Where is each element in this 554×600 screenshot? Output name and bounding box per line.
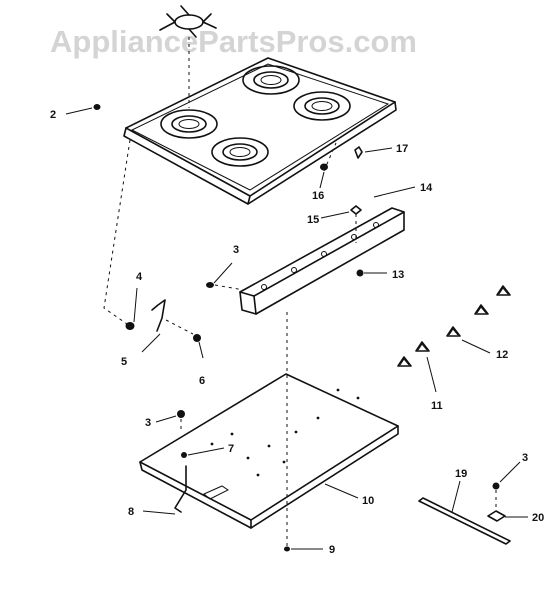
- screw-icon: [193, 334, 204, 359]
- burner-icon: [242, 65, 300, 95]
- electrode-rod: [418, 480, 511, 545]
- burner-icon: [293, 91, 351, 121]
- bracket-icon: [141, 299, 194, 353]
- callout-13: 13: [392, 269, 404, 281]
- screw-icon: [206, 262, 245, 291]
- callout-16: 16: [312, 190, 324, 202]
- callout-10: 10: [362, 495, 374, 507]
- callout-15: 15: [307, 214, 319, 226]
- screw-icon: [284, 546, 323, 552]
- callout-17: 17: [396, 143, 408, 155]
- callout-4: 4: [136, 271, 143, 283]
- screw-icon: [125, 287, 138, 330]
- burner-icon: [160, 109, 218, 139]
- manifold-panel: [239, 207, 405, 315]
- screw-icon: [356, 269, 387, 277]
- callout-11: 11: [431, 400, 443, 412]
- callout-12: 12: [496, 349, 508, 361]
- watermark-text: AppliancePartsPros.com: [50, 24, 417, 59]
- callout-9: 9: [329, 544, 335, 556]
- screw-icon: [65, 104, 101, 115]
- grate-icon: [159, 5, 217, 38]
- callout-3-rod: 3: [522, 452, 528, 464]
- callout-14: 14: [420, 182, 433, 194]
- screw-icon: [181, 447, 225, 458]
- callout-5: 5: [121, 356, 127, 368]
- bracket-icon: [487, 510, 528, 522]
- knob-icon: [415, 341, 430, 352]
- knob-icon: [446, 326, 461, 337]
- knob-icon: [496, 285, 511, 296]
- callout-6: 6: [199, 375, 205, 387]
- callout-19: 19: [455, 468, 467, 480]
- burner-icon: [211, 137, 269, 167]
- screw-icon: [319, 142, 337, 189]
- callout-3-tray: 3: [145, 417, 151, 429]
- callout-2: 2: [50, 109, 56, 121]
- callout-3-panel: 3: [233, 244, 239, 256]
- knob-icon: [474, 304, 489, 315]
- callout-7: 7: [228, 443, 234, 455]
- screw-icon: [155, 410, 185, 432]
- callout-20: 20: [532, 512, 544, 524]
- knob-icon: [397, 356, 412, 367]
- burner-box-tray: [139, 373, 399, 529]
- clip-icon: [354, 146, 393, 159]
- callout-8: 8: [128, 506, 134, 518]
- cooktop-assembly: [123, 5, 397, 205]
- screw-icon: [492, 461, 521, 510]
- screw-icon: [320, 205, 362, 243]
